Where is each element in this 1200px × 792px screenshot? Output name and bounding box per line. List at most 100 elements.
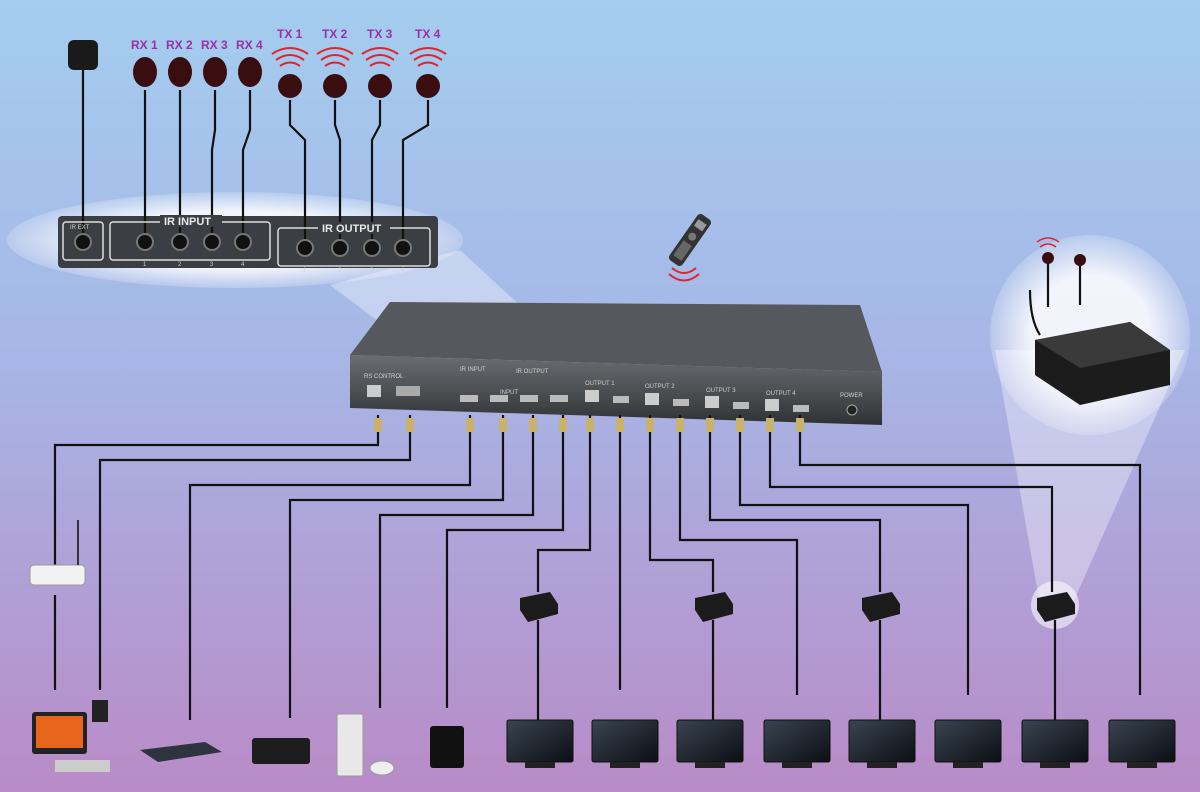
cable-connector <box>736 418 744 432</box>
ir-output-number: 3 <box>370 268 374 274</box>
ir-input-jack <box>234 233 252 251</box>
ir-wave-icon <box>271 47 309 67</box>
panel-input-label: INPUT <box>500 390 518 396</box>
ir-transmitter-icon <box>323 74 347 98</box>
hdbaset-receiver-icon <box>695 592 733 622</box>
ps3-console-icon <box>430 726 464 768</box>
cable-connector <box>616 418 624 432</box>
rx-label: RX 2 <box>166 38 193 52</box>
panel-output-3-label: OUTPUT 3 <box>706 388 736 394</box>
cable-connector <box>706 418 714 432</box>
cable-connector <box>586 418 594 432</box>
cable <box>378 415 535 708</box>
panel-output-4-label: OUTPUT 4 <box>766 391 796 397</box>
cable-connector <box>374 418 382 432</box>
rx-cable <box>241 90 252 240</box>
cable <box>738 415 970 695</box>
tv-icon <box>1108 719 1176 768</box>
cable <box>536 415 592 592</box>
tx-label: TX 3 <box>367 27 393 41</box>
hdmi-output-port <box>793 405 809 412</box>
cable <box>445 415 565 708</box>
ir-transmitter-icon <box>416 74 440 98</box>
tx-label: TX 2 <box>322 27 348 41</box>
power-label: POWER <box>840 393 863 399</box>
remote-control-icon <box>668 214 712 266</box>
cable-connector <box>499 418 507 432</box>
ir-receiver-icon <box>203 57 227 87</box>
ir-output-jack <box>296 239 314 257</box>
hdmi-input-port <box>520 395 538 402</box>
media-player-icon <box>140 742 222 762</box>
ir-output-number: 2 <box>338 268 342 274</box>
ir-transmitter-icon <box>278 74 302 98</box>
panel-ir-input-label: IR INPUT <box>460 367 486 373</box>
hdmi-input-port <box>550 395 568 402</box>
cable <box>288 415 505 718</box>
cable <box>678 415 799 695</box>
ir-wave-icon <box>409 47 447 67</box>
hdmi-output-port <box>733 402 749 409</box>
balun-callout <box>990 235 1190 629</box>
hdbaset-output-port <box>585 390 599 402</box>
cable <box>98 415 412 690</box>
power-jack <box>846 404 858 416</box>
vga-connector <box>92 700 108 722</box>
rx-label: RX 4 <box>236 38 263 52</box>
cable <box>768 415 1054 592</box>
ir-output-jack <box>363 239 381 257</box>
rj45-control-port <box>367 385 381 397</box>
ir-output-number: 4 <box>401 268 405 274</box>
ir-extender-icon <box>68 40 98 70</box>
ir-input-jack <box>203 233 221 251</box>
ir-input-number: 4 <box>241 262 245 268</box>
cable <box>798 415 1142 695</box>
hdmi-output-port <box>673 399 689 406</box>
ir-transmitter-icon <box>368 74 392 98</box>
ir-input-number: 3 <box>210 262 214 268</box>
ir-wave-icon <box>316 47 354 67</box>
ir-ext-label: IR EXT <box>70 225 90 231</box>
cable-connector <box>406 418 414 432</box>
hdbaset-receiver-icon <box>862 592 900 622</box>
cable-connector <box>559 418 567 432</box>
ir-ext-box <box>62 221 104 261</box>
ir-ext-jack <box>74 233 92 251</box>
router-icon <box>29 520 86 586</box>
tv-icon <box>934 719 1002 768</box>
panel-output-1-label: OUTPUT 1 <box>585 381 615 387</box>
set-top-box-icon <box>252 738 310 764</box>
rs232-port <box>396 386 420 396</box>
tx-label: TX 1 <box>277 27 303 41</box>
ir-output-jack <box>331 239 349 257</box>
remote-ir-wave-icon <box>668 267 700 282</box>
tx-cable <box>288 100 307 245</box>
cable-connector <box>796 418 804 432</box>
ir-receiver-icon <box>168 57 192 87</box>
game-controller-icon <box>369 760 395 776</box>
ir-input-number: 1 <box>143 262 147 268</box>
tx-cable <box>370 100 382 245</box>
cable-connector <box>646 418 654 432</box>
tv-icon <box>676 719 744 768</box>
tx-label: TX 4 <box>415 27 441 41</box>
tv-icon <box>506 719 574 768</box>
ir-input-jack <box>136 233 154 251</box>
tv-icon <box>848 719 916 768</box>
cable-connector <box>766 418 774 432</box>
receiver-ir-blaster-icon <box>1074 254 1086 266</box>
cable <box>188 415 472 720</box>
ir-receiver-icon <box>133 57 157 87</box>
rx-cable <box>210 90 217 240</box>
hdbaset-output-port <box>765 399 779 411</box>
tx-cable <box>333 100 342 245</box>
cable-connector <box>466 418 474 432</box>
xbox-console-icon <box>336 713 364 777</box>
rs-control-label: RS CONTROL <box>364 374 404 380</box>
hdbaset-receiver-icon <box>1037 592 1075 622</box>
cable-connector <box>529 418 537 432</box>
ir-output-label: IR OUTPUT <box>322 223 382 235</box>
rx-label: RX 1 <box>131 38 158 52</box>
hdmi-input-port <box>490 395 508 402</box>
